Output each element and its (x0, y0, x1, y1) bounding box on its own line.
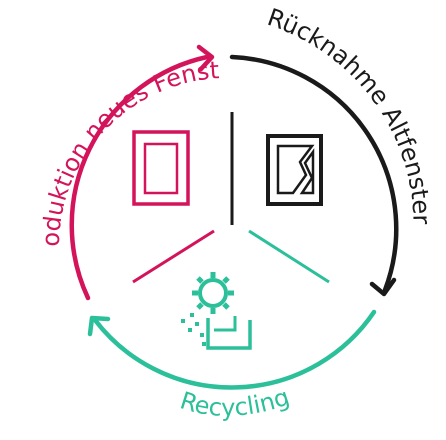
recycling-arrowhead (87, 315, 111, 337)
divider-left (132, 229, 215, 284)
production-arc (69, 54, 210, 301)
divider-right (248, 229, 330, 284)
recycling-arc (92, 309, 377, 390)
production-label: Produktion neues Fenster (0, 0, 220, 247)
production-arrowhead (196, 44, 215, 72)
takeback-arc (229, 54, 399, 293)
broken-window-icon (266, 134, 323, 206)
new-window-icon (132, 130, 190, 206)
takeback-arrowhead (369, 277, 397, 297)
recycling-gear-icon (181, 272, 252, 350)
